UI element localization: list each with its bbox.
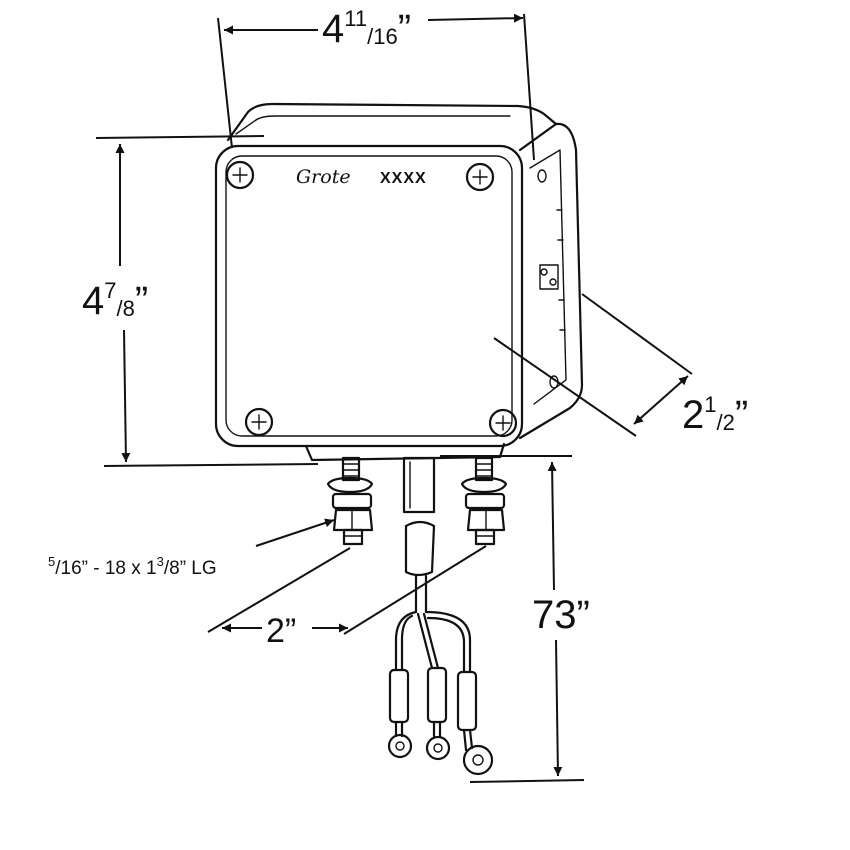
stud-lock-washer (464, 492, 506, 510)
extension-line (217, 17, 233, 149)
stud-shank (341, 456, 361, 482)
stud-spacing-dimension: 2” (207, 545, 487, 650)
stud-lock-washer (331, 492, 373, 510)
screw-bottom-left (244, 407, 274, 437)
wire-right (424, 610, 472, 674)
lead-length-dimension: 73” (440, 455, 590, 783)
side-connector-pin (549, 278, 557, 286)
side-connector-slot (539, 264, 559, 290)
depth-label: 21/2” (682, 392, 748, 437)
wire-left (394, 610, 418, 672)
dimension-arrow (547, 461, 557, 591)
extension-line (95, 135, 265, 139)
extension-line (103, 463, 319, 467)
stud-shank (474, 456, 494, 482)
brand-logo: Grote (296, 166, 351, 188)
mounting-stud-right (460, 456, 508, 546)
stud-tip (474, 528, 496, 546)
width-label: 411/16” (322, 6, 411, 51)
wire-center (416, 612, 440, 670)
housing-top-edge (226, 102, 558, 142)
side-panel-markings (556, 209, 566, 331)
model-number: XXXX (380, 170, 427, 187)
mounting-stud-left (326, 456, 374, 546)
stud-spec-callout: 5/16” - 18 x 13/8” LG (48, 518, 335, 579)
side-screw-hole (537, 169, 547, 183)
extension-line (343, 545, 487, 635)
cable-grommet (402, 456, 436, 514)
stud-spacing-label: 2” (266, 612, 296, 650)
extension-line (523, 13, 535, 161)
extension-line (581, 293, 693, 375)
stud-hex-nut (332, 508, 374, 532)
housing-side-panel (529, 149, 567, 405)
ring-terminal-right (456, 670, 494, 776)
lens-outline (225, 155, 513, 437)
lead-length-label: 73” (532, 593, 590, 637)
cable-sheath (404, 520, 436, 577)
dimension-arrow (633, 375, 689, 425)
stud-washer (326, 476, 374, 494)
dimension-arrow (553, 639, 563, 777)
ring-terminal-center (425, 666, 451, 761)
stud-spec-label: 5/16” - 18 x 13/8” LG (48, 554, 217, 579)
wire-harness (387, 456, 494, 776)
height-dimension: 47/8” (82, 135, 319, 467)
housing-front-face (214, 144, 524, 448)
stud-washer (460, 476, 508, 494)
ring-terminal-left (387, 668, 413, 759)
extension-line (493, 337, 637, 437)
screw-top-left (225, 160, 255, 190)
screw-bottom-right (488, 408, 518, 438)
extension-line (469, 779, 585, 783)
cable-main (414, 574, 428, 614)
dimension-arrow (121, 329, 131, 463)
lamp-housing: Grote XXXX (214, 102, 584, 462)
depth-dimension: 21/2” (493, 293, 748, 437)
dimension-arrow (427, 13, 524, 23)
stud-hex-nut (466, 508, 506, 532)
width-dimension: 411/16” (217, 6, 535, 161)
housing-top-inner-edge (235, 115, 511, 135)
housing-side-face (518, 122, 584, 440)
stud-tip (342, 528, 364, 546)
side-connector-pin (540, 268, 548, 276)
leader-arrow (255, 518, 335, 547)
screw-top-right (465, 162, 495, 192)
extension-line (207, 547, 351, 633)
height-label: 47/8” (82, 278, 148, 323)
